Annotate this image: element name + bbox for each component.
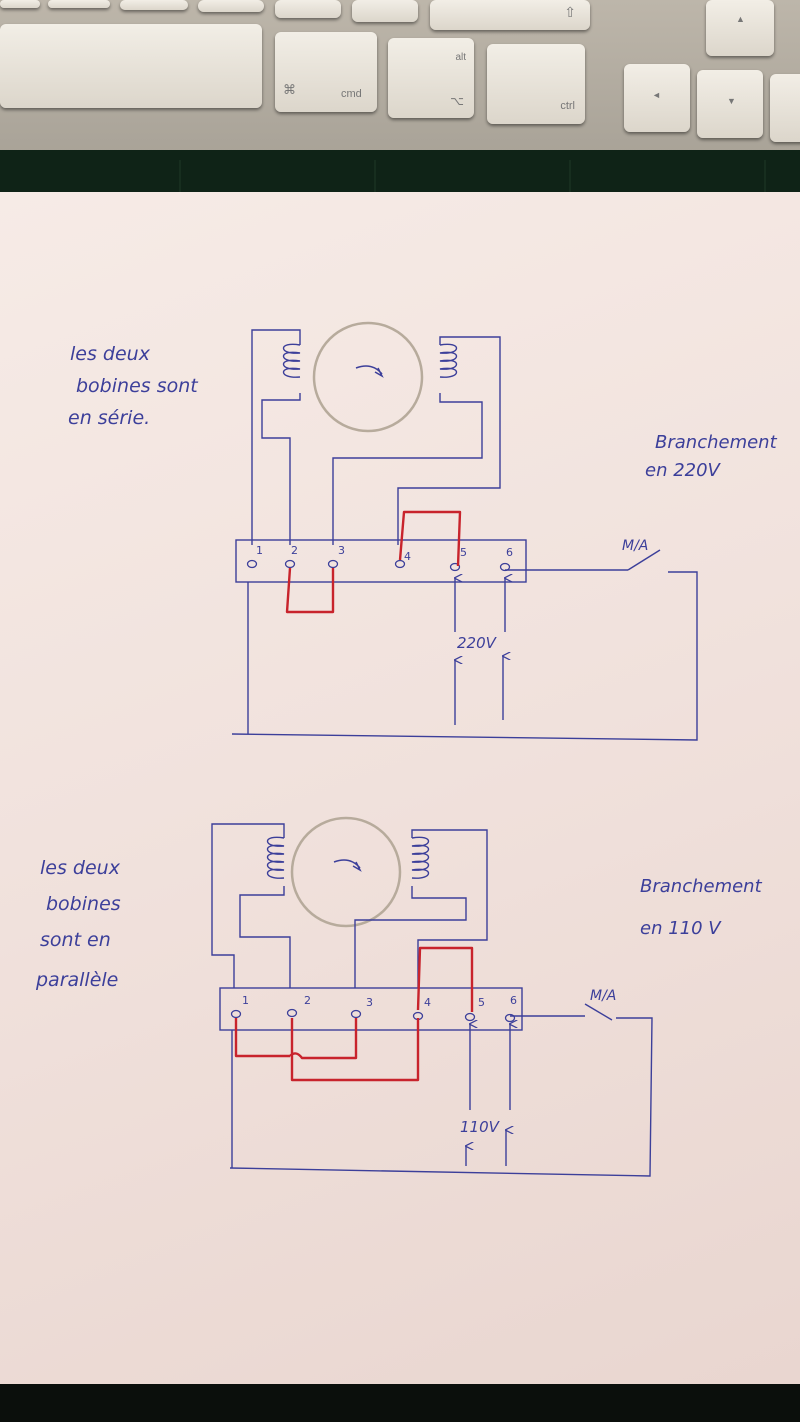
arrow-down-key: ▼ — [697, 70, 763, 138]
mat-grid — [179, 160, 766, 192]
note-line: parallèle — [35, 969, 118, 991]
note-line: bobines sont — [76, 375, 199, 397]
note-series: les deux bobines sont en série. — [68, 343, 199, 429]
arrow-up-key: ▲ — [706, 0, 774, 56]
key — [770, 74, 800, 142]
title-line: en 220V — [645, 460, 722, 481]
switch-label: M/A — [622, 538, 648, 554]
title-line: en 110 V — [640, 918, 722, 939]
terminal-screws — [246, 559, 511, 572]
arrow-down-icon: ▼ — [727, 96, 736, 106]
note-line: sont en — [40, 929, 111, 951]
title-line: Branchement — [640, 876, 763, 897]
paper-sheet — [0, 192, 800, 1384]
key — [48, 0, 110, 8]
terminal-number: 6 — [510, 994, 517, 1007]
terminal-number: 3 — [338, 544, 345, 557]
cmd-label: cmd — [341, 88, 362, 100]
coil-right — [411, 836, 430, 879]
rotation-arrow-icon — [355, 365, 384, 378]
key — [352, 0, 418, 22]
coil-leads — [251, 329, 501, 545]
key — [198, 0, 264, 12]
terminal-numbers: 1 2 3 4 5 6 — [256, 544, 513, 563]
diagram-parallel-110v: les deux bobines sont en parallèle Branc… — [35, 816, 763, 1177]
ctrl-key: ctrl — [487, 44, 585, 124]
wiring-220v — [231, 549, 698, 741]
title-line: Branchement — [655, 432, 778, 453]
key — [120, 0, 188, 10]
terminal-numbers: 1 2 3 4 5 6 — [242, 994, 517, 1009]
terminal-number: 3 — [366, 996, 373, 1009]
space-key — [0, 24, 262, 108]
terminal-number: 2 — [291, 544, 298, 557]
cmd-key: ⌘ cmd — [275, 32, 377, 112]
terminal-number: 6 — [506, 546, 513, 559]
terminal-number: 2 — [304, 994, 311, 1007]
motor-rotor — [290, 816, 402, 928]
voltage-label: 220V — [457, 634, 498, 652]
option-icon: ⌥ — [450, 94, 464, 108]
arrow-up-icon: ▲ — [736, 14, 745, 24]
keyboard: ⇧ ⌘ cmd alt ⌥ ctrl ▲ ◄ ▼ — [0, 0, 800, 160]
note-line: les deux — [40, 857, 121, 879]
shift-key: ⇧ — [430, 0, 590, 30]
note-parallel: les deux bobines sont en parallèle — [35, 857, 121, 991]
jumpers-parallel — [234, 946, 474, 1082]
coil-left — [266, 836, 285, 879]
coil-left — [282, 343, 301, 378]
alt-key: alt ⌥ — [388, 38, 474, 118]
diagram-series-220v: les deux bobines sont en série. Branchem… — [68, 321, 778, 741]
rotation-arrow-icon — [333, 859, 362, 872]
terminal-block — [235, 539, 527, 583]
terminal-number: 1 — [256, 544, 263, 557]
note-line: en série. — [68, 407, 150, 429]
coil-leads — [211, 823, 488, 988]
arrow-left-icon: ◄ — [652, 90, 661, 100]
jumpers-series — [285, 510, 462, 614]
terminal-block — [219, 987, 523, 1031]
desk-edge — [0, 1384, 800, 1422]
voltage-label: 110V — [460, 1118, 501, 1136]
terminal-number: 4 — [424, 996, 431, 1009]
key — [275, 0, 341, 18]
ctrl-label: ctrl — [560, 100, 575, 112]
note-line: bobines — [46, 893, 121, 915]
terminal-number: 4 — [404, 550, 411, 563]
arrow-left-key: ◄ — [624, 64, 690, 132]
terminal-number: 5 — [460, 546, 467, 559]
terminal-number: 5 — [478, 996, 485, 1009]
coil-right — [439, 343, 458, 378]
title-220v: Branchement en 220V — [645, 432, 778, 481]
alt-label: alt — [455, 52, 466, 63]
key — [0, 0, 40, 8]
title-110v: Branchement en 110 V — [640, 876, 763, 939]
switch-label: M/A — [590, 988, 616, 1004]
note-line: les deux — [70, 343, 151, 365]
wiring-110v — [229, 1003, 653, 1177]
motor-rotor — [312, 321, 424, 433]
cmd-icon: ⌘ — [283, 82, 296, 97]
terminal-number: 1 — [242, 994, 249, 1007]
shift-icon: ⇧ — [564, 4, 576, 20]
